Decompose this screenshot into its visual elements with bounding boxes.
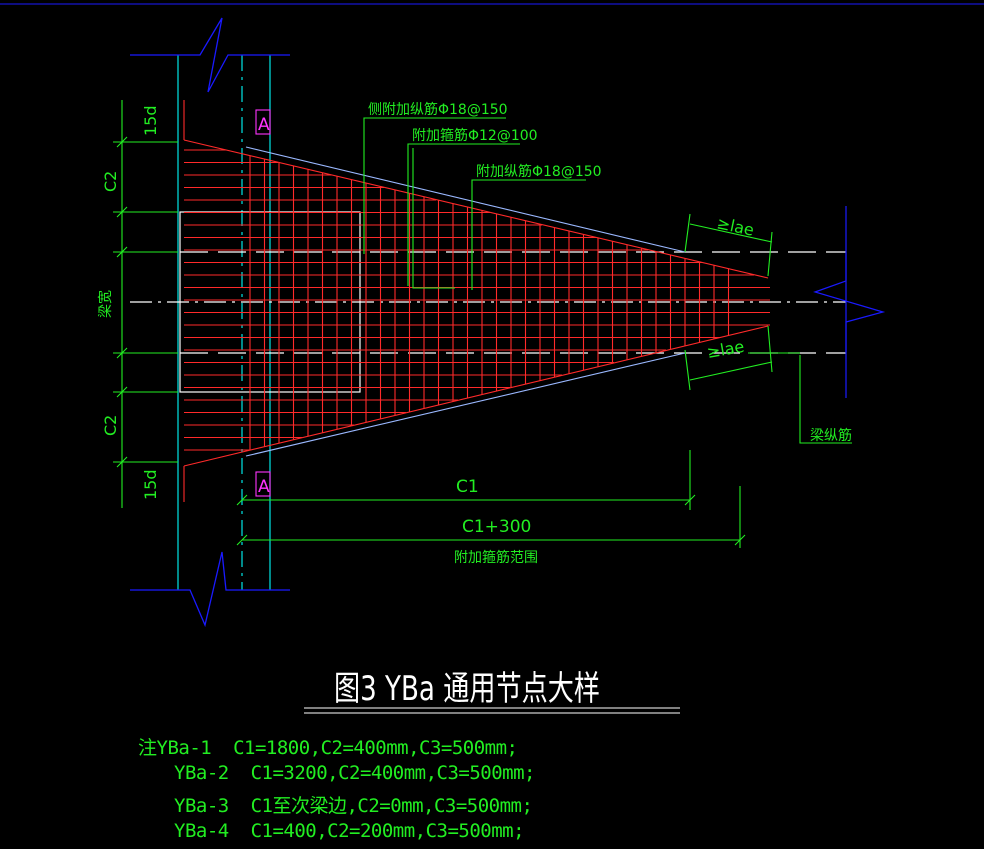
dim-c2-top: C2 xyxy=(101,171,120,192)
haunch-edges xyxy=(245,146,686,457)
dim-c1-plus-300: C1+300 xyxy=(462,517,531,537)
label-lae-bottom: ≥lae xyxy=(705,337,745,362)
rebar-group xyxy=(183,100,770,502)
dim-c2-bottom: C2 xyxy=(101,415,120,436)
note-line: 注YBa-1 C1=1800,C2=400mm,C3=500mm; xyxy=(138,737,518,759)
drawing-title: 图3 YBa 通用节点大样 xyxy=(334,669,600,709)
label-beam-long-rebar: 梁纵筋 xyxy=(810,427,852,444)
label-side-long-rebar: 侧附加纵筋Φ18@150 xyxy=(368,101,508,118)
secondary-beam xyxy=(130,206,886,398)
label-long-rebar: 附加纵筋Φ18@150 xyxy=(476,163,602,180)
label-lae-top: ≥lae xyxy=(715,213,756,239)
dim-15d-bottom: 15d xyxy=(141,469,160,500)
section-mark-a-top: A xyxy=(258,115,270,135)
label-beam-width: 梁宽 xyxy=(97,290,114,318)
note-line: YBa-2 C1=3200,C2=400mm,C3=500mm; xyxy=(174,762,536,784)
dim-c1: C1 xyxy=(456,477,479,497)
dimension-lines xyxy=(113,100,852,714)
note-line: YBa-3 C1至次梁边,C2=0mm,C3=500mm; xyxy=(174,795,533,817)
section-marks xyxy=(255,109,271,497)
inclined-rebar-bottom xyxy=(183,325,769,467)
note-line: YBa-4 C1=400,C2=200mm,C3=500mm; xyxy=(174,820,525,842)
section-mark-a-bottom: A xyxy=(258,477,270,497)
column-break-symbols xyxy=(130,17,290,628)
dim-15d-top: 15d xyxy=(141,105,160,136)
label-stirrup: 附加箍筋Φ12@100 xyxy=(412,127,538,144)
inclined-rebar-top xyxy=(183,139,769,279)
dim-stirrup-range: 附加箍筋范围 xyxy=(454,549,538,566)
column xyxy=(177,55,271,590)
